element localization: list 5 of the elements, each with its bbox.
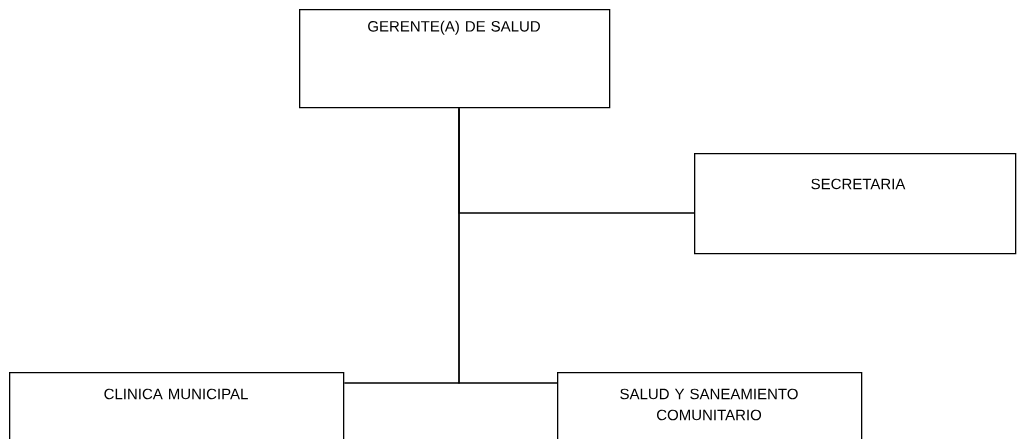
org-box: SECRETARIA [694,153,1017,255]
org-box: CLINICA MUNICIPAL [9,372,345,439]
org-box: GERENTE(A) DE SALUD [299,9,611,109]
org-box: SALUD Y SANEAMIENTO COMUNITARIO [557,372,863,439]
connector-line [458,107,558,384]
